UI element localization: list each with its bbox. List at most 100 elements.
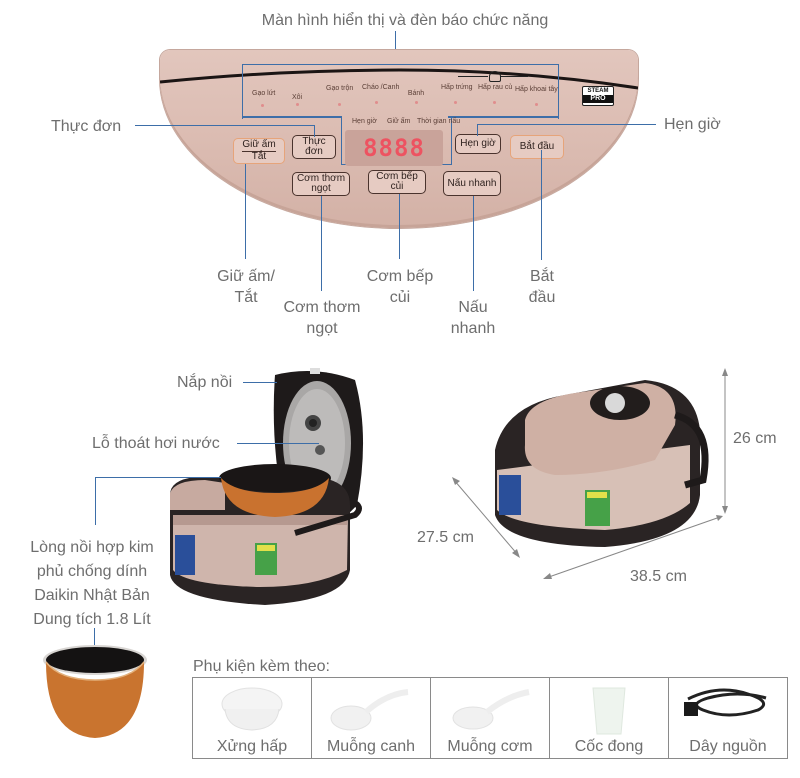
callout-text: đầu [528, 289, 556, 306]
callout-start: Bắt đầu [515, 266, 569, 308]
accessory-label: Muỗng canh [326, 738, 416, 755]
dimension-depth: 27.5 cm [417, 529, 474, 546]
badge-steam-text: STEAM [587, 88, 609, 94]
indicator-light [493, 101, 496, 104]
callout-quick-cook: Nấu nhanh [438, 297, 508, 339]
callout-text: Daikin Nhật Bản [34, 587, 150, 604]
mode-mixed-rice: Gạo trộn [326, 85, 354, 92]
mode-steam-potato: Hấp khoai tây [515, 86, 558, 93]
callout-menu: Thực đơn [51, 118, 122, 135]
highlight-line [448, 116, 558, 118]
leader-line [477, 124, 478, 136]
accessories-heading: Phụ kiện kèm theo: [193, 658, 330, 675]
steam-group-line [500, 76, 528, 77]
wood-fire-rice-button[interactable]: Cơm bếp củi [368, 170, 426, 194]
leader-line [473, 196, 474, 291]
mode-sticky-rice: Xôi [291, 94, 303, 101]
steam-group-line [458, 76, 488, 77]
leader-line [399, 194, 400, 259]
leader-line [237, 443, 319, 444]
accessory-label: Muỗng cơm [447, 738, 533, 755]
mode-brown-rice: Gạo lứt [252, 90, 276, 97]
indicator-light [261, 104, 264, 107]
callout-inner-pot: Lòng nồi hợp kim phủ chống dính Daikin N… [12, 536, 172, 632]
start-button[interactable]: Bắt đầu [510, 135, 564, 159]
indicator-keep-warm: Giữ ấm [387, 118, 411, 125]
highlight-line [242, 116, 342, 118]
indicator-light [338, 103, 341, 106]
callout-text: củi [389, 289, 411, 306]
indicator-timer: Hẹn giờ [352, 118, 377, 125]
closed-rice-cooker-image [495, 380, 709, 547]
indicator-light [454, 101, 457, 104]
timer-button[interactable]: Hẹn giờ [455, 134, 501, 154]
callout-text: phủ chống dính [36, 563, 148, 580]
accessory-rice-paddle: Muỗng cơm [431, 678, 550, 758]
dimension-height: 26 cm [733, 430, 777, 447]
leader-line [243, 382, 277, 383]
accessories-table: Xửng hấp Muỗng canh Muỗng cơm Cốc đong D… [192, 677, 788, 759]
steamer-tray-icon [221, 687, 283, 731]
rice-paddle-icon [452, 689, 530, 730]
leader-line [314, 125, 315, 137]
leader-line [321, 196, 322, 291]
panel-trim-line [160, 68, 638, 90]
quick-cook-button[interactable]: Nấu nhanh [443, 171, 501, 196]
highlight-box-modes [242, 64, 559, 119]
accessory-measuring-cup: Cốc đong [550, 678, 669, 758]
callout-text: Bắt [529, 268, 554, 285]
callout-keep-warm: Giữ ấm/Tắt [206, 266, 286, 308]
panel-title: Màn hình hiển thị và đèn báo chức năng [261, 12, 549, 29]
callout-text: ngọt [306, 320, 338, 337]
callout-text: nhanh [450, 320, 496, 337]
mode-cake: Bánh [407, 90, 425, 97]
indicator-light [415, 101, 418, 104]
accessory-label: Cốc đong [574, 738, 644, 755]
leader-line [95, 477, 221, 478]
power-cord-icon [684, 688, 767, 717]
callout-wood-fire-rice: Cơm bếp củi [355, 266, 445, 308]
keep-warm-off-button[interactable]: Giữ ấm Tắt [233, 138, 285, 164]
badge-pro-text: PRO [583, 95, 613, 103]
callout-text: Giữ ấm/ [217, 268, 275, 285]
dimension-width: 38.5 cm [630, 568, 687, 585]
accessory-label: Dây nguồn [689, 738, 767, 755]
callout-text: Nấu [458, 299, 488, 316]
leader-line [395, 31, 396, 65]
menu-button[interactable]: Thực đơn [292, 135, 336, 159]
indicator-light [375, 101, 378, 104]
measuring-cup-icon [592, 687, 626, 735]
inner-pot-image [43, 645, 147, 738]
led-display: 8888 [345, 130, 443, 166]
callout-text: Dung tích 1.8 Lít [33, 611, 151, 628]
accessory-power-cord: Dây nguồn [669, 678, 787, 758]
leader-line [541, 150, 542, 260]
leader-line [245, 164, 246, 259]
fragrant-rice-button[interactable]: Cơm thơm ngọt [292, 172, 350, 196]
indicator-light [535, 103, 538, 106]
mode-porridge-soup: Cháo /Canh [362, 84, 400, 91]
mode-steam-vegetables: Hấp rau củ [478, 84, 513, 91]
leader-line [135, 125, 314, 126]
callout-lid: Nắp nồi [177, 374, 233, 391]
dimension-arrows [452, 368, 728, 579]
led-digits: 8888 [363, 134, 425, 162]
accessory-label: Xửng hấp [216, 738, 288, 755]
off-label: Tắt [251, 151, 267, 162]
callout-steam-vent: Lỗ thoát hơi nước [92, 435, 220, 452]
accessory-steamer: Xửng hấp [193, 678, 312, 758]
steam-pro-icon [489, 71, 501, 82]
keep-warm-label: Giữ ấm [242, 139, 276, 152]
callout-text: Cơm bếp [366, 268, 434, 285]
steam-pro-badge: STEAM PRO [582, 86, 614, 106]
callout-text: Tắt [234, 289, 258, 306]
leader-line [95, 477, 96, 525]
indicator-light [296, 103, 299, 106]
open-rice-cooker-image [170, 368, 364, 605]
callout-text: Lòng nồi hợp kim [30, 539, 154, 556]
callout-timer: Hẹn giờ [664, 116, 721, 133]
accessory-soup-ladle: Muỗng canh [312, 678, 431, 758]
mode-steam-egg: Hấp trứng [441, 84, 473, 91]
leader-line [477, 124, 656, 125]
